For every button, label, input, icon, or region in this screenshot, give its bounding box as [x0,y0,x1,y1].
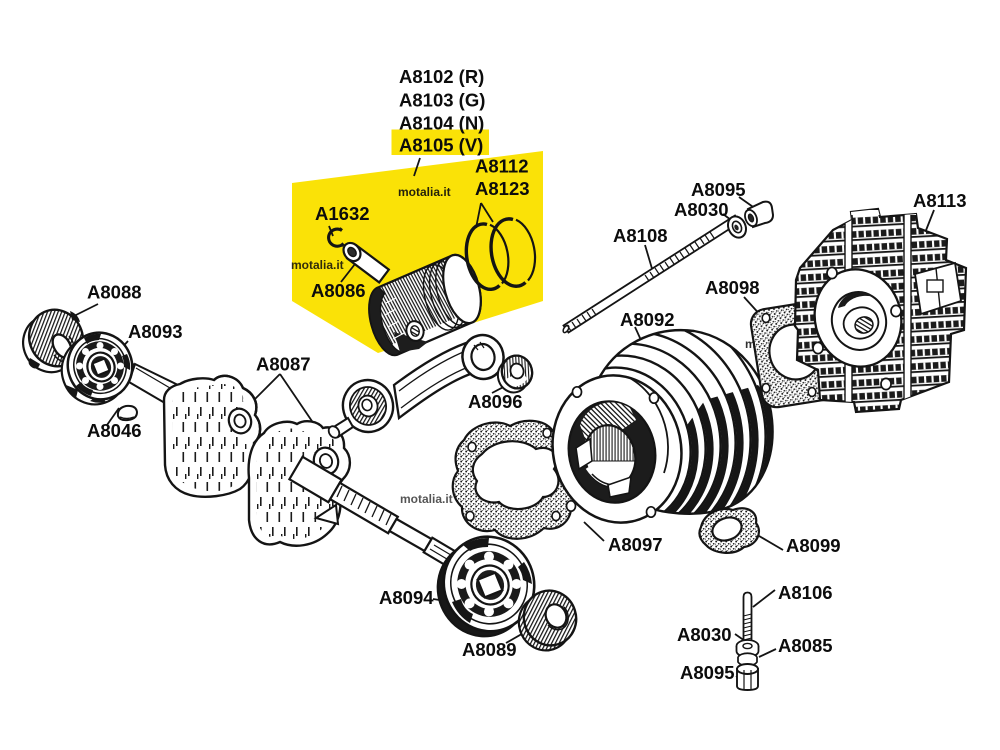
svg-text:A8123: A8123 [475,178,530,199]
svg-text:A8113: A8113 [913,190,967,211]
svg-text:A8102 (R): A8102 (R) [399,66,484,87]
svg-text:A8095: A8095 [680,662,735,683]
svg-text:motalia.it: motalia.it [398,185,451,199]
svg-text:A8087: A8087 [256,354,311,375]
svg-text:A8092: A8092 [620,309,675,330]
svg-text:A8099: A8099 [786,535,841,556]
svg-text:A8094: A8094 [379,587,434,608]
svg-text:A8112: A8112 [475,156,529,177]
svg-text:A8106: A8106 [778,582,833,603]
svg-text:A8098: A8098 [705,277,760,298]
svg-text:A8096: A8096 [468,391,523,412]
svg-text:A8097: A8097 [608,534,663,555]
svg-text:A8103 (G): A8103 (G) [399,90,485,111]
svg-text:A8046: A8046 [87,420,142,441]
svg-text:A8086: A8086 [311,280,366,301]
svg-text:A8105 (V): A8105 (V) [399,135,483,156]
svg-text:A8108: A8108 [613,225,668,246]
svg-text:A8089: A8089 [462,639,517,660]
svg-text:A1632: A1632 [315,203,370,224]
svg-text:A8088: A8088 [87,282,142,303]
svg-text:A8030: A8030 [677,624,732,645]
svg-text:A8085: A8085 [778,635,833,656]
svg-text:A8030: A8030 [674,199,729,220]
svg-text:motalia.it: motalia.it [400,492,453,506]
svg-text:motalia.it: motalia.it [291,258,344,272]
svg-text:A8104 (N): A8104 (N) [399,113,484,134]
svg-text:A8095: A8095 [691,179,746,200]
svg-text:A8093: A8093 [128,321,183,342]
